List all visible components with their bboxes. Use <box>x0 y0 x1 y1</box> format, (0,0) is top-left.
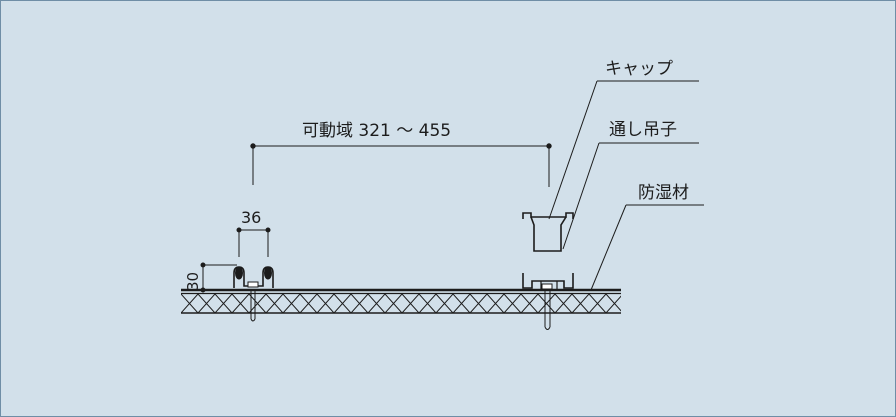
right-rib-bulb <box>264 266 272 280</box>
height-dim-label: 30 <box>184 272 202 291</box>
through-clip-leader <box>562 142 699 250</box>
insulation-truss-pattern <box>181 293 621 313</box>
movable-range-dimension <box>250 143 552 187</box>
roof-panel <box>181 288 621 314</box>
left-bolt-nut <box>247 281 259 288</box>
left-rib-bulb <box>235 266 243 280</box>
range-tick-left <box>250 143 256 149</box>
height-dimension <box>200 262 237 293</box>
moisture-barrier-leader <box>590 204 704 291</box>
range-tick-right <box>546 143 552 149</box>
width-dim-label: 36 <box>241 208 261 227</box>
cap-profile <box>522 212 574 252</box>
width-dimension <box>236 227 271 257</box>
through-clip-label: 通し吊子 <box>609 120 677 140</box>
cap-label: キャップ <box>605 59 673 79</box>
right-seam-clip <box>522 273 574 330</box>
movable-range-label: 可動域 321 ～ 455 <box>302 121 451 141</box>
left-seam-profile <box>233 266 274 322</box>
right-bolt-nut <box>541 283 553 290</box>
cap-leader <box>548 80 699 220</box>
moisture-barrier-label: 防湿材 <box>638 183 689 203</box>
